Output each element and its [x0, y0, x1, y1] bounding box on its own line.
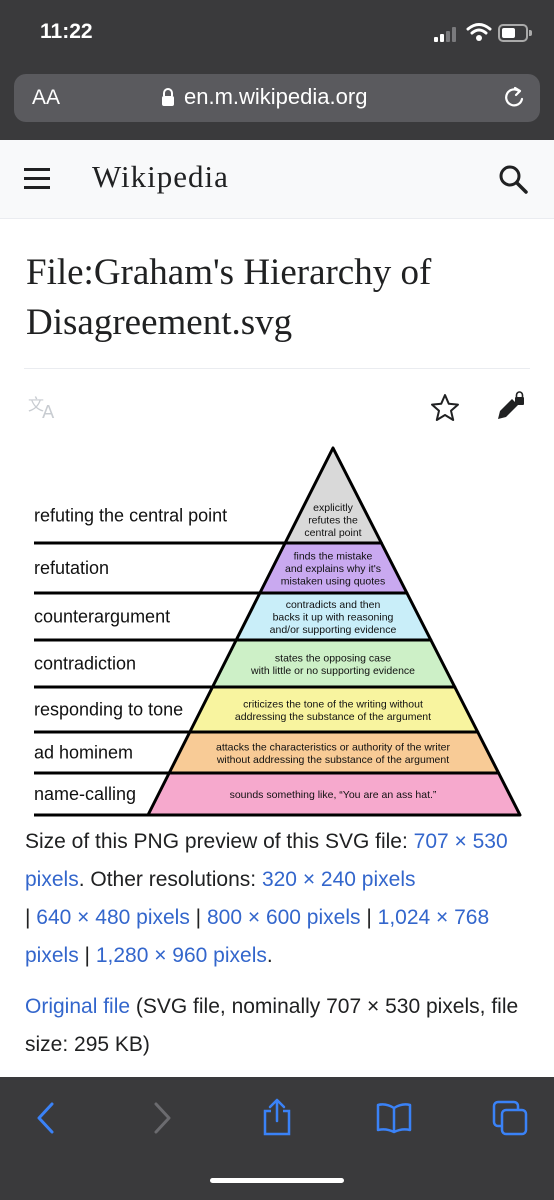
tier-description-2: and/or supporting evidence — [270, 624, 397, 636]
tier-description-0: explicitly — [313, 502, 353, 514]
separator: | — [360, 906, 378, 929]
url-text[interactable]: en.m.wikipedia.org — [184, 84, 368, 109]
res-link-1024[interactable]: 1,024 × 768 pixels — [25, 906, 490, 967]
tier-description-4: criticizes the tone of the writing witho… — [243, 698, 423, 710]
forward-icon[interactable] — [150, 1101, 174, 1135]
status-time: 11:22 — [40, 20, 93, 43]
home-indicator — [210, 1178, 344, 1183]
res-link-800[interactable]: 800 × 600 pixels — [206, 906, 361, 929]
bookmarks-icon[interactable] — [375, 1101, 413, 1135]
battery-icon — [498, 24, 532, 42]
tier-description-1: finds the mistake — [294, 551, 373, 563]
tier-label-3: contradiction — [34, 654, 136, 674]
share-icon[interactable] — [259, 1097, 295, 1137]
period: . — [266, 944, 273, 967]
tier-description-4: addressing the substance of the argument — [235, 711, 431, 723]
browser-chrome: 11:22 AA en.m.wikipedia.org — [0, 0, 554, 140]
size-text: Size of this PNG preview of this SVG fil… — [25, 830, 414, 853]
tier-label-4: responding to tone — [34, 700, 183, 720]
tier-description-3: states the opposing case — [275, 652, 391, 664]
search-icon[interactable] — [498, 164, 528, 194]
back-icon[interactable] — [34, 1101, 58, 1135]
separator: | — [189, 906, 207, 929]
status-bar: 11:22 — [0, 0, 554, 64]
wiki-header: Wikipedia — [0, 140, 554, 219]
tier-description-2: contradicts and then — [286, 599, 381, 611]
reload-icon[interactable] — [502, 85, 526, 111]
wifi-icon — [466, 23, 492, 41]
separator: | — [25, 906, 37, 929]
address-bar[interactable]: AA en.m.wikipedia.org — [14, 74, 540, 122]
tier-label-5: ad hominem — [34, 743, 133, 763]
preview-size-info: Size of this PNG preview of this SVG fil… — [25, 823, 530, 975]
separator: | — [78, 944, 96, 967]
wikipedia-wordmark[interactable]: Wikipedia — [92, 159, 229, 194]
tier-description-1: mistaken using quotes — [281, 576, 385, 588]
tier-description-1: and explains why it's — [285, 563, 381, 575]
res-link-320[interactable]: 320 × 240 pixels — [261, 868, 416, 891]
res-link-640[interactable]: 640 × 480 pixels — [36, 906, 190, 929]
size-link[interactable]: 707 × 530 pixels — [25, 830, 508, 891]
tier-description-3: with little or no supporting evidence — [250, 665, 415, 677]
tier-description-5: attacks the characteristics or authority… — [216, 741, 451, 753]
page-title: File:Graham's Hierarchy of Disagreement.… — [26, 252, 432, 343]
menu-icon[interactable] — [24, 166, 52, 190]
watch-star-icon[interactable] — [430, 393, 460, 423]
pyramid-tier-6 — [146, 771, 522, 817]
lock-icon — [162, 88, 174, 106]
original-file-details: (SVG file, nominally 707 × 530 pixels, f… — [25, 995, 519, 1056]
res-link-1280[interactable]: 1,280 × 960 pixels — [95, 944, 267, 967]
tier-label-2: counterargument — [34, 607, 170, 627]
tier-label-1: refutation — [34, 558, 109, 578]
tier-description-0: refutes the — [308, 515, 358, 527]
original-file-info: Original file (SVG file, nominally 707 ×… — [25, 988, 530, 1064]
original-file-link[interactable]: Original file — [25, 995, 131, 1018]
tier-description-5: without addressing the substance of the … — [216, 754, 449, 766]
signal-icon — [434, 26, 458, 42]
tabs-icon[interactable] — [491, 1099, 529, 1137]
other-res-text: . Other resolutions: — [78, 868, 262, 891]
svg-text:A: A — [42, 402, 55, 420]
text-size-button[interactable]: AA — [32, 86, 61, 109]
tier-description-2: backs it up with reasoning — [273, 612, 394, 624]
svg-text:文: 文 — [28, 395, 44, 414]
tier-label-6: name-calling — [34, 784, 136, 804]
translate-icon[interactable]: 文 A — [28, 394, 62, 420]
page-actions-divider — [24, 368, 530, 369]
tier-label-0: refuting the central point — [34, 506, 227, 526]
tier-description-6: sounds something like, “You are an ass h… — [230, 789, 437, 801]
edit-locked-icon[interactable] — [494, 391, 526, 423]
tier-description-0: central point — [304, 527, 361, 539]
